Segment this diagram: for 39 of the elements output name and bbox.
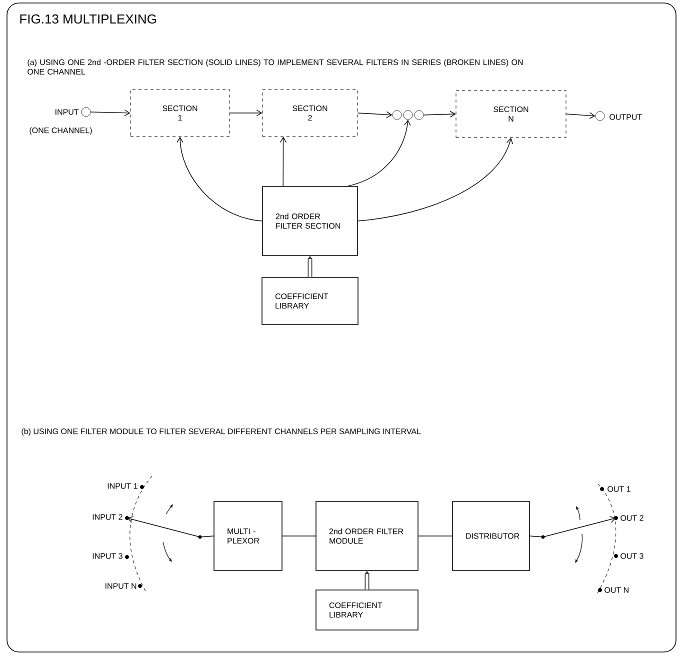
caption: (a) USING ONE 2nd -ORDER FILTER SECTION (SOLID LINES) TO IMPLEMENT SEVERAL FILTERS IN SERIES (BROKEN LINES) ON ONE CHANNEL: [28, 59, 523, 75]
section-box: SECTION N: [456, 90, 566, 138]
arrow: [280, 136, 287, 186]
arrow: [357, 111, 392, 118]
terminal-circle: [392, 110, 402, 120]
block-box: COEFFICIENT LIBRARY: [316, 590, 418, 630]
arrow: [127, 516, 214, 538]
section-box: SECTION 2: [262, 89, 358, 137]
figure-title: FIG.13 MULTIPLEXING: [20, 14, 156, 24]
contact-label: INPUT 1: [108, 483, 138, 489]
block-box: 2nd ORDER FILTER SECTION: [262, 186, 358, 256]
arrow: [90, 110, 130, 116]
caption: (b) USING ONE FILTER MODULE TO FILTER SEVERAL DIFFERENT CHANNELS PER SAMPLING INTERVAL: [22, 428, 421, 436]
contact-label: INPUT 2: [92, 514, 122, 520]
section-box: SECTION 1: [130, 89, 230, 137]
arrow: [423, 110, 456, 118]
arrow: [358, 138, 513, 222]
arrow: [566, 112, 596, 119]
terminal-circle: [81, 107, 91, 117]
block-box: 2nd ORDER FILTER MODULE: [316, 501, 418, 571]
arrow: [176, 136, 262, 222]
contact-label: OUT 3: [620, 553, 644, 559]
terminal-label: OUTPUT: [610, 114, 642, 120]
terminal-circle: [414, 110, 424, 120]
block-box: MULTI - PLEXOR: [214, 501, 282, 571]
contact-label: OUT 1: [608, 486, 630, 492]
terminal-label: INPUT: [56, 109, 79, 115]
arrow: [530, 516, 616, 538]
contact-label: OUT 2: [620, 515, 644, 521]
terminal-circle: [403, 110, 413, 120]
block-box: COEFFICIENT LIBRARY: [262, 277, 358, 325]
contact-label: INPUT 3: [92, 553, 122, 559]
terminal-label: (ONE CHANNEL): [30, 127, 92, 135]
terminal-circle: [595, 111, 605, 121]
contact-label: OUT N: [604, 587, 628, 593]
arrow: [229, 110, 262, 116]
arrow: [348, 120, 411, 186]
block-box: DISTRIBUTOR: [452, 501, 530, 571]
contact-label: INPUT N: [106, 583, 136, 589]
